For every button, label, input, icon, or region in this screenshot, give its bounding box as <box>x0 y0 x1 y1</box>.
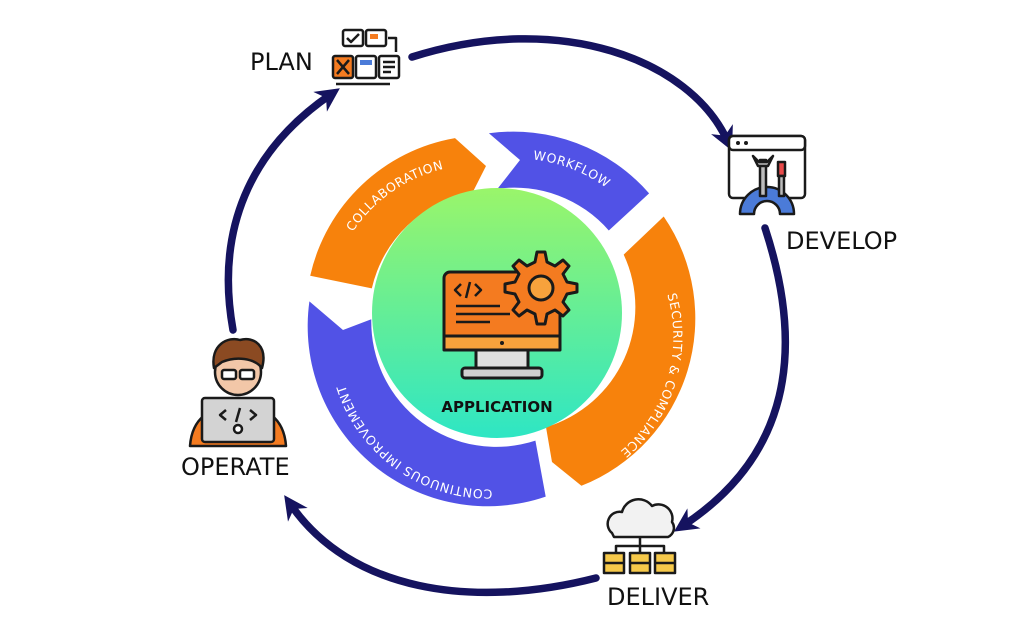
kanban-board-icon <box>331 28 401 86</box>
monitor-gear-code-icon <box>442 250 579 380</box>
arrow-operate-to-plan <box>224 88 340 334</box>
ring-segment-collaboration <box>310 138 486 289</box>
center-label: APPLICATION <box>441 398 552 416</box>
stage-label-deliver: DELIVER <box>607 583 709 611</box>
cloud-network-icon <box>602 498 677 575</box>
arrow-plan-to-develop <box>408 35 733 151</box>
ring-segment-improvement <box>307 301 546 507</box>
ring-segment-security <box>546 216 696 486</box>
developer-laptop-icon <box>188 337 288 448</box>
arrow-deliver-to-operate <box>284 495 600 597</box>
stage-label-plan: PLAN <box>250 48 313 76</box>
browser-wrench-gear-icon <box>727 134 807 216</box>
arrow-develop-to-deliver <box>673 224 789 532</box>
stage-label-develop: DEVELOP <box>786 227 897 255</box>
stage-label-operate: OPERATE <box>181 453 290 481</box>
cycle-arrows <box>224 35 789 597</box>
ring-segment-workflow <box>488 131 650 231</box>
center-gear-icon <box>503 250 579 326</box>
